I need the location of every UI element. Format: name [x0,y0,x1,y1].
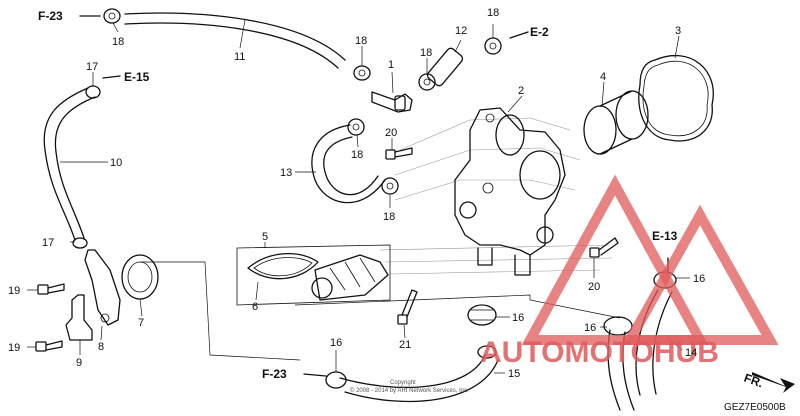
diagram-code: GEZ7E0500B [724,402,786,413]
bolt-19b [35,340,63,352]
clamp-17a [85,85,101,99]
part-label-5: 5 [262,231,268,243]
part-label-12: 12 [455,25,467,37]
copyright-line-2: © 2008 - 2014 by ARI Network Services, I… [350,387,469,394]
hose-12 [426,47,464,87]
hose-10 [43,87,96,241]
reference-labels: F-23 E-2 E-15 E-13 F-23 [38,9,678,381]
part-label-16b: 16 [584,322,596,334]
water-pump-body-2 [454,107,566,276]
oil-seal-7 [121,254,159,300]
stay-9 [65,294,93,341]
clamp-18f [381,177,399,195]
hose-15 [339,345,499,403]
part-label-13: 13 [280,167,292,179]
part-label-10: 10 [110,157,122,169]
clamp-18e [347,118,365,136]
part-label-14: 14 [685,347,697,359]
part-label-19a: 19 [8,285,20,297]
front-direction-arrow: FR. [742,371,795,393]
part-labels: 1 2 3 4 5 6 7 8 9 10 11 12 13 14 15 16 1… [8,7,705,380]
part-label-3: 3 [675,25,681,37]
part-label-18d: 18 [487,7,499,19]
part-label-17b: 17 [42,237,54,249]
clamp-18d [484,37,502,55]
part-label-18e: 18 [351,149,363,161]
clamp-16d [325,371,347,389]
part-label-19b: 19 [8,342,20,354]
bolt-21 [397,289,418,325]
gasket-3 [638,54,714,142]
part-label-8: 8 [98,341,104,353]
background-brand-ghost [379,117,613,275]
part-label-16c: 16 [693,273,705,285]
part-label-21: 21 [399,339,411,351]
ref-f23-top: F-23 [38,9,63,23]
part-label-2: 2 [518,85,524,97]
part-label-20a: 20 [385,127,397,139]
strainer-gasket-6 [247,252,319,280]
watermark-logo: AUTOMOTOHUB [480,174,779,369]
part-label-18c: 18 [420,47,432,59]
part-label-6: 6 [252,301,258,313]
copyright-line-1: Copyright [390,380,416,386]
clamp-17b [72,237,88,249]
part-label-18b: 18 [355,35,367,47]
bolt-19a [37,283,65,295]
part-label-9: 9 [76,357,82,369]
part-label-4: 4 [600,71,606,83]
ref-e15: E-15 [124,70,150,84]
ref-f23-bottom: F-23 [262,367,287,381]
ref-e13: E-13 [652,229,678,243]
part-label-1: 1 [388,59,394,71]
part-label-18f: 18 [383,211,395,223]
clamp-16b [603,316,633,336]
ref-arrows [79,15,669,377]
clamp-18b [353,65,371,81]
joint-fitting-1 [371,91,413,113]
part-label-15: 15 [508,368,520,380]
part-label-18a: 18 [112,36,124,48]
strainer-assembly-5 [236,244,391,306]
ref-e2: E-2 [530,25,549,39]
part-label-7: 7 [138,317,144,329]
watermark-text: AUTOMOTOHUB [480,336,719,369]
part-label-20b: 20 [588,281,600,293]
part-label-11: 11 [234,51,245,63]
pipe-8 [84,249,121,326]
hose-13 [311,124,386,204]
clamp-18a [103,8,121,24]
bolt-20b [589,237,619,258]
part-label-16d: 16 [330,337,342,349]
part-label-17a: 17 [86,61,98,73]
part-label-16a: 16 [512,312,524,324]
bolt-20a [385,147,413,160]
seal-4 [583,90,649,155]
clamp-16a [467,304,497,326]
front-direction-label: FR. [742,371,765,391]
